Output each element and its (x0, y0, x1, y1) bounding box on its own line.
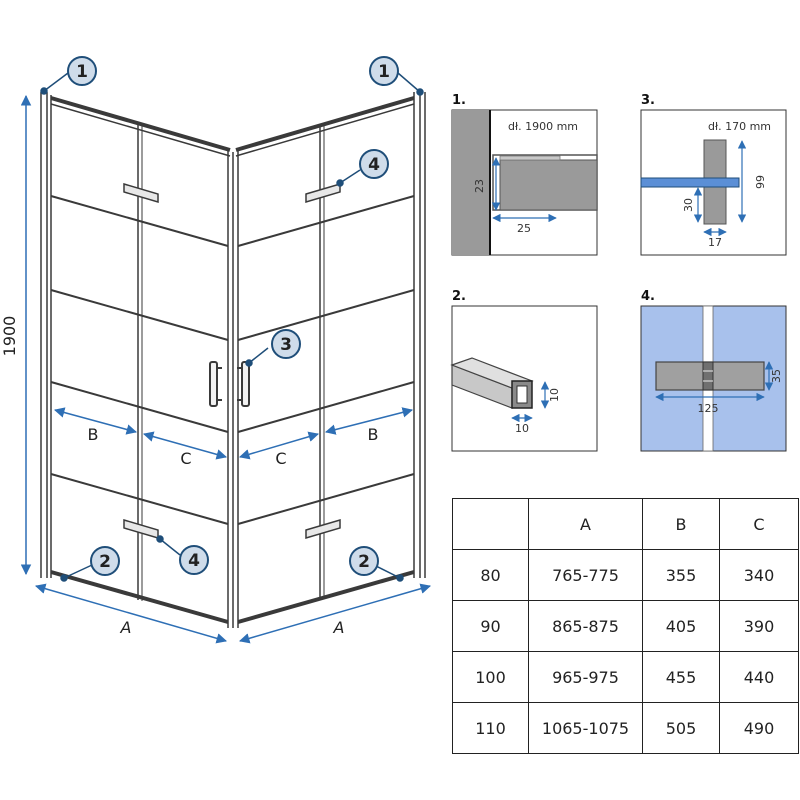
grid-lines-right (237, 195, 415, 525)
table-row: 110 1065-1075 505 490 (452, 702, 799, 754)
corner-post (227, 150, 239, 628)
table-header-cell: B (642, 498, 720, 550)
svg-text:25: 25 (517, 222, 531, 235)
b-label-left: B (88, 425, 99, 444)
svg-text:3.: 3. (641, 93, 655, 108)
table-cell: 1065-1075 (528, 702, 643, 754)
callout-badge-3: 3 (271, 329, 301, 359)
b-label-right: B (368, 425, 379, 444)
table-cell: 340 (719, 549, 799, 601)
table-cell: 100 (452, 651, 529, 703)
table-cell: 80 (452, 549, 529, 601)
right-wall-profile (413, 92, 426, 578)
svg-text:2.: 2. (452, 289, 466, 304)
table-cell: 490 (719, 702, 799, 754)
svg-text:23: 23 (473, 179, 486, 193)
svg-text:1: 1 (378, 62, 390, 82)
table-header-cell: A (528, 498, 643, 550)
svg-text:4.: 4. (641, 289, 655, 304)
handle-icon (209, 361, 250, 407)
callout-badge-1-left: 1 (67, 56, 97, 86)
width-label-left: A (120, 618, 132, 637)
table-cell: 455 (642, 651, 720, 703)
table-cell: 965-975 (528, 651, 643, 703)
top-bar-right (235, 96, 415, 157)
svg-text:35: 35 (770, 369, 783, 383)
left-wall-profile (40, 92, 52, 578)
svg-text:dł. 1900 mm: dł. 1900 mm (508, 120, 578, 133)
dimension-lines (20, 94, 432, 644)
hinge-icon (123, 182, 341, 540)
svg-text:dł. 170 mm: dł. 170 mm (708, 120, 771, 133)
bottom-bar-right (237, 570, 415, 624)
svg-text:66: 66 (753, 175, 766, 189)
detail-3-panel: 3. dł. 170 mm 66 30 17 (640, 93, 787, 256)
svg-text:4: 4 (368, 155, 380, 175)
top-bar-left (50, 96, 231, 157)
svg-text:10: 10 (548, 388, 561, 402)
grid-lines-left (50, 195, 229, 525)
svg-text:125: 125 (698, 402, 719, 415)
svg-text:1.: 1. (452, 93, 466, 108)
detail-2-panel: 2. 10 10 (450, 289, 598, 452)
callout-lines (40, 72, 424, 582)
table-cell: 390 (719, 600, 799, 652)
table-cell: 865-875 (528, 600, 643, 652)
svg-text:3: 3 (280, 335, 292, 355)
enclosure-drawing (40, 92, 426, 628)
svg-text:2: 2 (358, 552, 370, 572)
callout-badge-2-right: 2 (349, 546, 379, 576)
table-header-cell: C (719, 498, 799, 550)
table-cell: 90 (452, 600, 529, 652)
callout-badge-1-right: 1 (369, 56, 399, 86)
callout-badge-2-left: 2 (90, 546, 120, 576)
table-header-cell (452, 498, 529, 550)
svg-text:2: 2 (99, 552, 111, 572)
table-row: 100 965-975 455 440 (452, 651, 799, 703)
svg-text:10: 10 (515, 422, 529, 435)
table-cell: 110 (452, 702, 529, 754)
callout-badge-4-top: 4 (359, 149, 389, 179)
dimension-table: A B C 80 765-775 355 340 90 865-875 405 … (452, 498, 799, 754)
detail-4-panel: 4. 35 125 (640, 289, 787, 452)
table-row: 80 765-775 355 340 (452, 549, 799, 601)
table-row: 90 865-875 405 390 (452, 600, 799, 652)
svg-text:17: 17 (708, 236, 722, 249)
table-cell: 440 (719, 651, 799, 703)
table-cell: 505 (642, 702, 720, 754)
bottom-bar-left (50, 570, 229, 624)
table-cell: 355 (642, 549, 720, 601)
table-cell: 405 (642, 600, 720, 652)
callout-badge-4-bottom: 4 (179, 545, 209, 575)
svg-text:30: 30 (682, 198, 695, 212)
c-label-right: C (275, 449, 286, 468)
table-cell: 765-775 (528, 549, 643, 601)
svg-text:4: 4 (188, 551, 200, 571)
height-label: 1900 (0, 316, 19, 357)
svg-text:1: 1 (76, 62, 88, 82)
c-label-left: C (180, 449, 191, 468)
table-header-row: A B C (452, 498, 799, 550)
width-label-right: A (333, 618, 345, 637)
detail-1-panel: 1. dł. 1900 mm 23 25 (451, 93, 598, 256)
